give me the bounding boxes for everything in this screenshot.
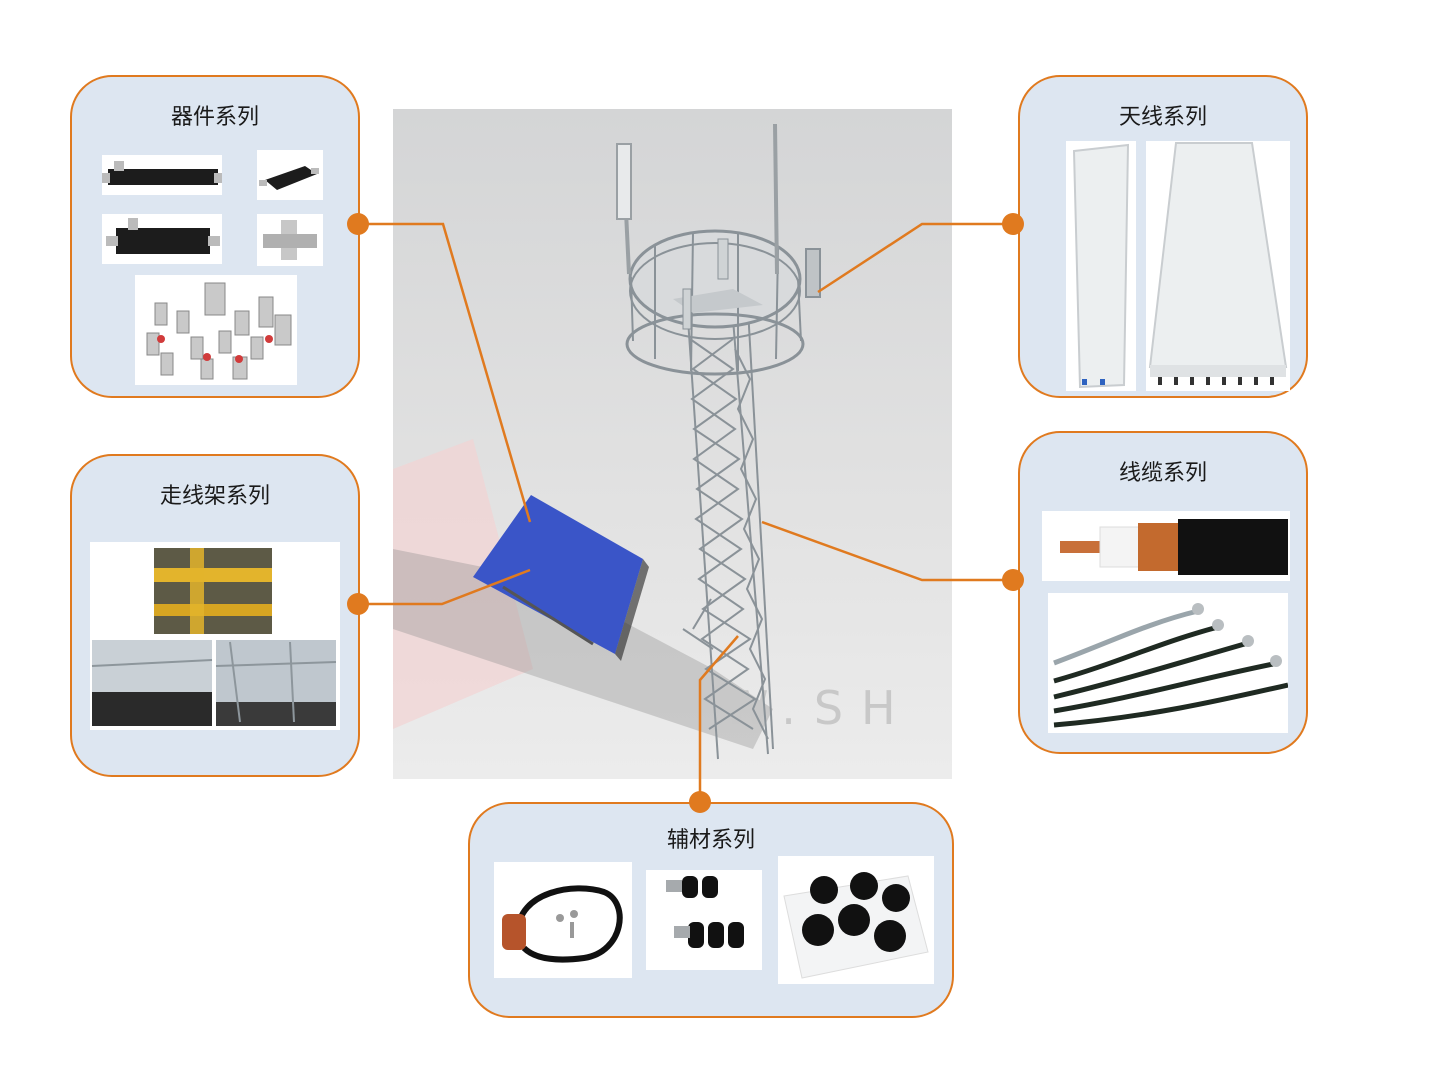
panel-antenna-photo	[1146, 141, 1290, 391]
cable-tray-photos	[90, 542, 340, 730]
tee-adapter-photo	[257, 214, 323, 266]
panel-title-antenna: 天线系列	[1118, 105, 1207, 130]
panel-accessories: 辅材系列	[468, 802, 954, 1018]
panel-title-accessories: 辅材系列	[666, 828, 755, 853]
panel-title-devices: 器件系列	[170, 105, 259, 130]
rf-connectors-photo	[135, 275, 297, 385]
panel-devices: 器件系列	[70, 75, 360, 398]
cavity-filter-photo	[257, 150, 323, 200]
feed-through-panel-photo	[778, 856, 934, 984]
coax-cable-photo	[1042, 511, 1290, 581]
tower-illustration: W.SH	[393, 123, 914, 760]
tower-scene-image: W.SH	[393, 109, 952, 779]
slim-antenna-photo	[1066, 141, 1136, 391]
tower-antenna-left	[616, 143, 632, 220]
tower-antenna-right	[805, 248, 821, 298]
connector-dot-cable-tray	[347, 593, 369, 615]
solar-panel	[473, 495, 643, 654]
connector-dot-antenna	[1002, 213, 1024, 235]
panel-antenna: 天线系列	[1018, 75, 1308, 398]
panel-title-cable: 线缆系列	[1118, 461, 1207, 486]
connector-dot-accessories	[689, 791, 711, 813]
panel-cable-tray: 走线架系列	[70, 454, 360, 777]
coupler-photo	[102, 214, 222, 264]
connector-dot-devices	[347, 213, 369, 235]
connector-dot-cable	[1002, 569, 1024, 591]
panel-title-cable-tray: 走线架系列	[159, 484, 270, 509]
panel-cable: 线缆系列	[1018, 431, 1308, 754]
cable-clamps-photo	[646, 870, 762, 970]
power-splitter-photo	[102, 155, 222, 195]
grounding-kit-photo	[494, 862, 632, 978]
jumper-cables-photo	[1048, 593, 1288, 733]
watermark-text: W.SH	[723, 681, 914, 735]
